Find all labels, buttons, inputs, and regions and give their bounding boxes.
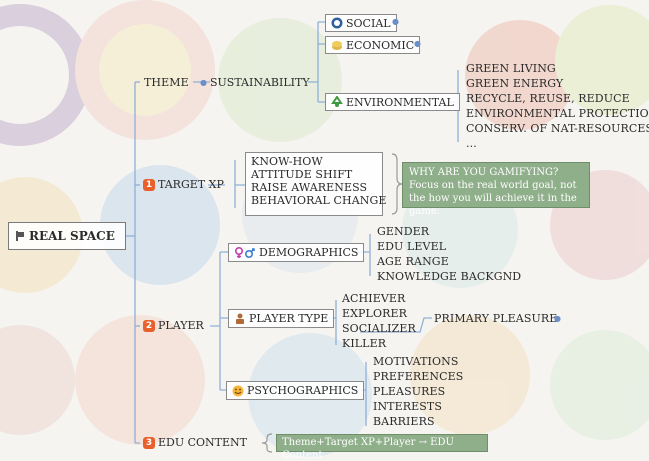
edu-note: Theme+Target XP+Player → EDU Content	[276, 434, 488, 461]
root-label: REAL SPACE	[29, 229, 115, 243]
social-dot-icon: ●	[392, 17, 399, 26]
note-body: Focus on the real world goal, not the ho…	[409, 180, 577, 217]
demographics-item[interactable]: EDU LEVEL	[377, 240, 447, 253]
psychographics-label: PSYCHOGRAPHICS	[247, 384, 359, 397]
player-type-label: PLAYER TYPE	[249, 312, 329, 325]
target-xp-list: KNOW-HOW ATTITUDE SHIFT RAISE AWARENESS …	[245, 152, 387, 216]
globe-icon	[331, 17, 343, 29]
edu-content-node[interactable]: 3 EDU CONTENT	[143, 436, 247, 449]
sustainability-node[interactable]: ● SUSTAINABILITY	[200, 76, 310, 89]
player-node[interactable]: 2 PLAYER	[143, 319, 204, 332]
target-xp-item[interactable]: RAISE AWARENESS	[251, 181, 368, 194]
social-label: SOCIAL	[346, 16, 391, 30]
demographics-label: DEMOGRAPHICS	[259, 246, 359, 259]
primary-pleasure-node[interactable]: PRIMARY PLEASURE	[434, 312, 558, 325]
theme-node[interactable]: THEME	[144, 76, 189, 89]
flag-icon	[14, 230, 26, 242]
demographics-item[interactable]: AGE RANGE	[377, 255, 449, 268]
priority-2-badge: 2	[143, 319, 155, 332]
env-item[interactable]: CONSERV. OF NAT-RESOURCES	[466, 122, 649, 135]
social-node[interactable]: SOCIAL	[325, 14, 397, 32]
demographics-node[interactable]: DEMOGRAPHICS	[228, 243, 365, 262]
economic-dot-icon: ●	[414, 39, 421, 48]
demographics-item[interactable]: GENDER	[377, 225, 430, 238]
demographics-item[interactable]: KNOWLEDGE BACKGND	[377, 270, 522, 283]
target-xp-node[interactable]: 1 TARGET XP	[143, 178, 224, 191]
player-type-item[interactable]: KILLER	[342, 337, 387, 350]
smiley-icon	[232, 385, 244, 397]
root-node[interactable]: REAL SPACE	[8, 222, 126, 250]
priority-1-badge: 1	[143, 178, 155, 191]
player-type-item[interactable]: ACHIEVER	[342, 292, 406, 305]
env-item[interactable]: RECYCLE, REUSE, REDUCE	[466, 92, 630, 105]
psychographics-node[interactable]: PSYCHOGRAPHICS	[226, 381, 365, 400]
coins-icon	[331, 39, 343, 51]
economic-label: ECONOMIC	[346, 38, 415, 52]
environmental-label: ENVIRONMENTAL	[346, 95, 454, 109]
note-title: WHY ARE YOU GAMIFYING?	[409, 167, 559, 178]
gender-icon	[234, 246, 256, 259]
env-item[interactable]: GREEN LIVING	[466, 62, 556, 75]
sustainability-label: SUSTAINABILITY	[209, 76, 310, 89]
psychographics-item[interactable]: PREFERENCES	[373, 370, 464, 383]
target-xp-label: TARGET XP	[158, 178, 224, 191]
priority-3-badge: 3	[143, 436, 155, 449]
psychographics-item[interactable]: MOTIVATIONS	[373, 355, 459, 368]
psychographics-item[interactable]: INTERESTS	[373, 400, 442, 413]
player-type-node[interactable]: PLAYER TYPE	[228, 309, 335, 328]
environmental-node[interactable]: ENVIRONMENTAL	[325, 93, 460, 111]
gamifying-note: WHY ARE YOU GAMIFYING? Focus on the real…	[402, 162, 590, 217]
target-xp-item[interactable]: KNOW-HOW	[251, 155, 323, 168]
edu-content-label: EDU CONTENT	[158, 436, 248, 449]
env-item[interactable]: GREEN ENERGY	[466, 77, 564, 90]
target-xp-item[interactable]: BEHAVIORAL CHANGE	[251, 194, 387, 207]
primary-pleasure-dot-icon: ●	[554, 314, 561, 323]
player-icon	[234, 313, 246, 325]
env-item[interactable]: ENVIRONMENTAL PROTECTION	[466, 107, 649, 120]
dot-icon: ●	[200, 78, 207, 87]
psychographics-item[interactable]: PLEASURES	[373, 385, 446, 398]
target-xp-item[interactable]: ATTITUDE SHIFT	[251, 168, 353, 181]
recycle-icon	[331, 95, 343, 108]
player-type-item[interactable]: EXPLORER	[342, 307, 407, 320]
env-item[interactable]: ...	[466, 137, 477, 150]
player-type-item[interactable]: SOCIALIZER	[342, 322, 416, 335]
player-label: PLAYER	[158, 319, 204, 332]
economic-node[interactable]: ECONOMIC	[325, 36, 421, 54]
psychographics-item[interactable]: BARRIERS	[373, 415, 435, 428]
